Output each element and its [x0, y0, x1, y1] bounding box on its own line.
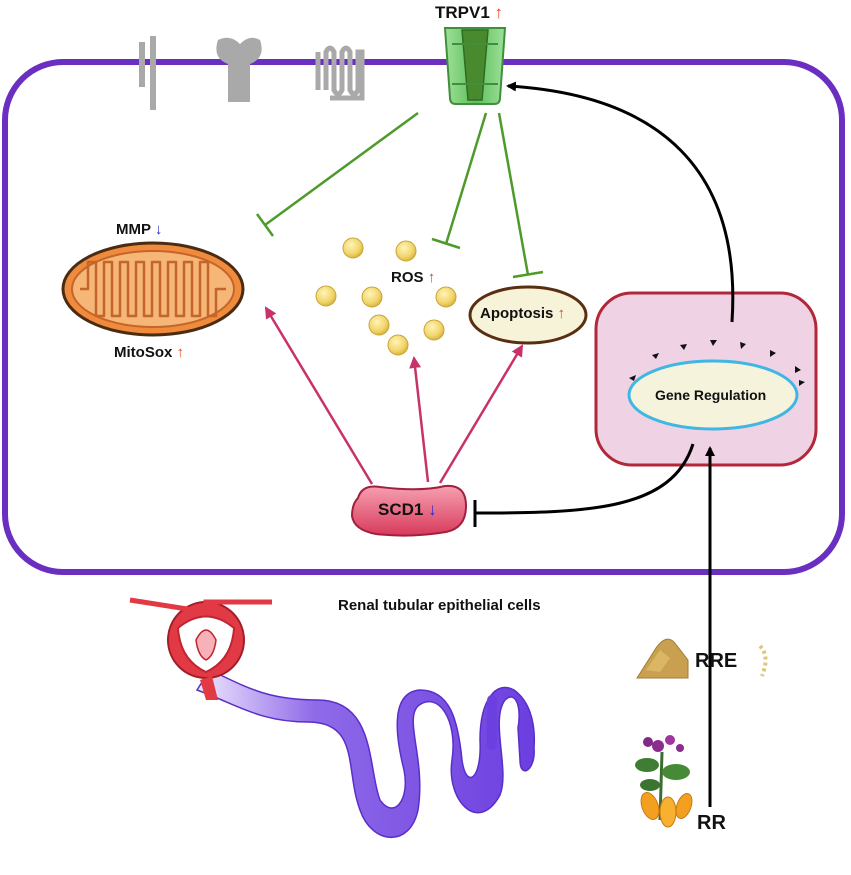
- ros-label: ROS ↑: [391, 269, 435, 286]
- mmp-label: MMP ↓: [116, 221, 162, 238]
- trpv1-label: TRPV1 ↑: [435, 3, 503, 23]
- rre-label: RRE: [695, 650, 738, 672]
- trpv1-inhibition-lines: [255, 111, 544, 279]
- membrane-receptor-icon: [216, 37, 262, 102]
- scd1-text: SCD1: [378, 500, 424, 519]
- apoptosis-up-arrow-icon: ↑: [557, 305, 566, 322]
- membrane-receptor-icon: [315, 45, 365, 101]
- activation-arrow-trpv1: [506, 81, 735, 323]
- trpv1-channel-icon: [443, 27, 507, 105]
- gene-regulation-ring: [627, 359, 799, 431]
- ros-up-arrow-icon: ↑: [427, 269, 436, 286]
- mmp-text: MMP: [116, 221, 151, 238]
- trpv1-text: TRPV1: [435, 3, 490, 22]
- rr-plant-icon: [635, 735, 693, 828]
- nephron-icon: [129, 597, 536, 838]
- scd1-activation-arrows: [264, 306, 524, 485]
- mitochondrion-icon: [61, 241, 245, 337]
- apoptosis-node: [468, 285, 588, 345]
- mitosox-up-arrow-icon: ↑: [176, 344, 185, 361]
- scd1-down-arrow-icon: ↓: [428, 500, 437, 519]
- powder-pile-icon: [636, 638, 768, 679]
- mitosox-label: MitoSox ↑: [114, 344, 184, 361]
- cell-type-label: Renal tubular epithelial cells: [338, 597, 541, 614]
- apoptosis-label: Apoptosis ↑: [480, 305, 565, 322]
- mitosox-text: MitoSox: [114, 344, 173, 361]
- apoptosis-text: Apoptosis: [480, 305, 554, 322]
- ros-text: ROS: [391, 269, 424, 286]
- rr-label: RR: [697, 812, 726, 834]
- scd1-label: SCD1 ↓: [378, 500, 437, 520]
- trpv1-up-arrow-icon: ↑: [494, 3, 504, 22]
- mmp-down-arrow-icon: ↓: [154, 221, 163, 238]
- membrane-receptor-icon: [139, 36, 156, 110]
- scd1-icon: [350, 484, 468, 537]
- gene-regulation-label: Gene Regulation: [655, 387, 767, 403]
- ros-particle-icon: [315, 237, 457, 356]
- cell-membrane: [2, 59, 845, 575]
- nucleus-signal-arrows: [629, 340, 805, 386]
- inhibition-arrow-scd1: [475, 443, 695, 515]
